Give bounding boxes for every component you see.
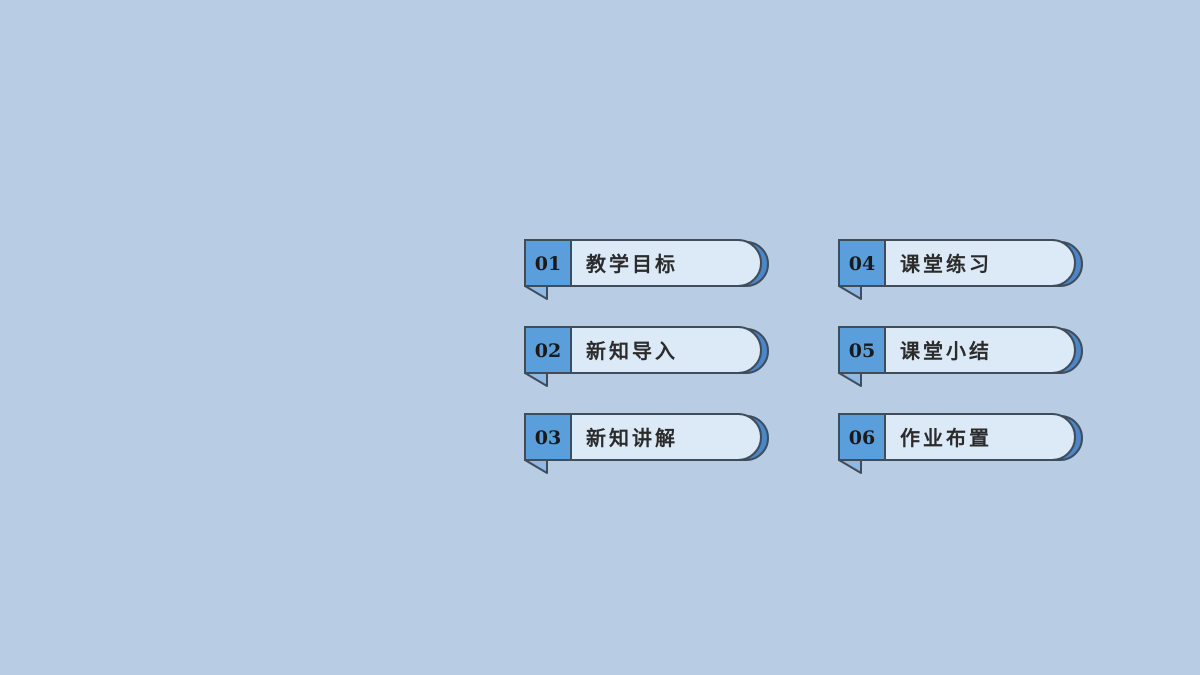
- menu-item-04[interactable]: 04 课堂练习: [838, 239, 1083, 304]
- menu-item-label: 课堂练习: [900, 252, 992, 276]
- menu-item-number: 03: [534, 427, 562, 449]
- menu-item-02[interactable]: 02 新知导入: [524, 326, 769, 391]
- menu-item-shape: [524, 413, 769, 474]
- menu-item-05[interactable]: 05 课堂小结: [838, 326, 1083, 391]
- menu-item-number: 02: [534, 340, 562, 362]
- menu-item-number: 05: [848, 340, 876, 362]
- menu-item-shape: [524, 239, 769, 300]
- menu-item-label: 作业布置: [900, 426, 992, 450]
- menu-item-label: 教学目标: [586, 252, 678, 276]
- menu-item-shape: [838, 326, 1083, 387]
- menu-item-number: 06: [848, 427, 876, 449]
- menu-item-shape: [838, 239, 1083, 300]
- menu-item-shape: [524, 326, 769, 387]
- menu-item-label: 新知讲解: [586, 426, 678, 450]
- menu-item-number: 01: [534, 253, 562, 275]
- menu-item-06[interactable]: 06 作业布置: [838, 413, 1083, 478]
- menu-item-03[interactable]: 03 新知讲解: [524, 413, 769, 478]
- menu-item-01[interactable]: 01 教学目标: [524, 239, 769, 304]
- menu-item-number: 04: [848, 253, 876, 275]
- menu-item-shape: [838, 413, 1083, 474]
- menu-item-label: 课堂小结: [900, 339, 992, 363]
- menu-item-label: 新知导入: [586, 339, 678, 363]
